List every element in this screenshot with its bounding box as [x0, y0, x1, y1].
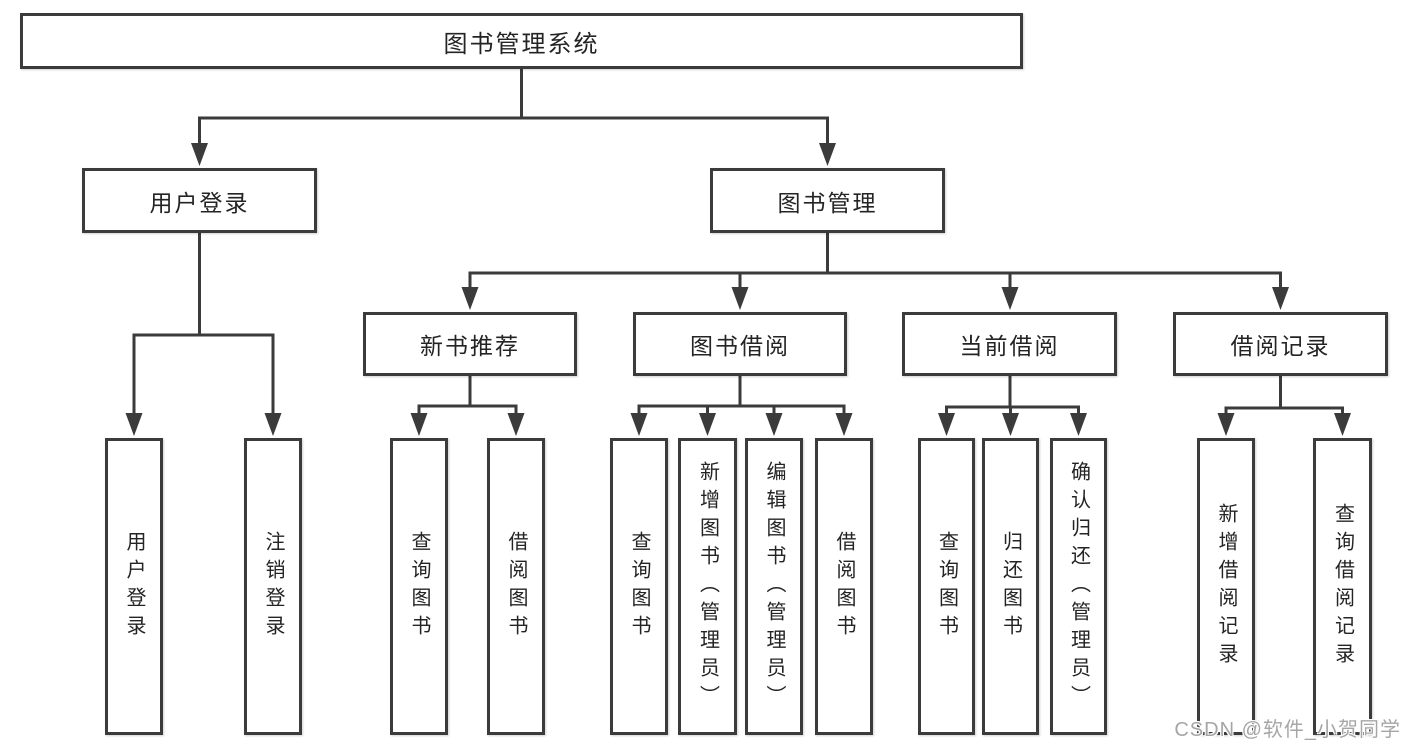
leaf-edit-books-admin: 编辑图书（管理员）	[745, 438, 803, 735]
connector-current-borrow-lines	[945, 374, 1080, 417]
arrowhead-to-leaf-borrow-books-2	[835, 413, 853, 436]
connector-new-book-recommend-to-leaves	[410, 374, 525, 436]
arrowhead-to-leaf-borrow-books-1	[507, 413, 525, 436]
node-book-management: 图书管理	[710, 168, 945, 233]
leaf-search-books-3: 查询图书	[918, 438, 975, 735]
connector-book-management-lines	[468, 230, 1282, 291]
node-borrow-records-label: 借阅记录	[1230, 333, 1331, 359]
connector-book-borrow-lines	[637, 374, 846, 417]
arrowhead-to-leaf-add-books	[699, 413, 716, 436]
node-current-borrow: 当前借阅	[902, 312, 1117, 376]
node-book-management-system: 图书管理系统	[20, 13, 1023, 69]
leaf-search-borrow-record: 查询借阅记录	[1313, 438, 1372, 735]
arrowhead-to-leaf-search-books-2	[630, 413, 648, 436]
leaf-borrow-books-1-label: 借阅图书	[505, 530, 527, 643]
arrowhead-to-new-book-recommend	[461, 287, 479, 310]
leaf-confirm-return-admin-label: 确认归还（管理员）	[1067, 460, 1090, 713]
connector-book-management-to-level3	[461, 230, 1289, 310]
arrowhead-to-leaf-edit-books	[765, 413, 783, 436]
node-book-borrow: 图书借阅	[633, 312, 847, 376]
leaf-search-books-2-label: 查询图书	[628, 530, 650, 643]
node-current-borrow-label: 当前借阅	[959, 333, 1060, 359]
arrowhead-to-leaf-user-login	[125, 413, 143, 436]
leaf-add-borrow-record-label: 新增借阅记录	[1215, 502, 1237, 671]
node-user-login-label: 用户登录	[149, 189, 250, 216]
leaf-logout-label: 注销登录	[262, 530, 284, 643]
node-new-book-recommend-label: 新书推荐	[420, 333, 520, 359]
connector-borrow-records-to-leaves	[1217, 374, 1351, 436]
leaf-borrow-books-1: 借阅图书	[487, 438, 545, 735]
arrowhead-to-leaf-add-borrow-record	[1217, 413, 1235, 436]
connector-book-borrow-to-leaves	[630, 374, 853, 436]
arrowhead-to-leaf-logout	[264, 413, 282, 436]
leaf-search-borrow-record-label: 查询借阅记录	[1331, 502, 1354, 671]
leaf-search-books-1-label: 查询图书	[408, 530, 430, 643]
arrowhead-to-current-borrow	[1001, 287, 1019, 310]
connector-user-login-lines	[132, 231, 275, 417]
leaf-add-books-admin: 新增图书（管理员）	[678, 438, 737, 735]
arrowhead-to-book-borrow	[731, 287, 749, 310]
leaf-borrow-books-2-label: 借阅图书	[833, 530, 855, 643]
node-book-management-system-label: 图书管理系统	[443, 30, 600, 58]
node-borrow-records: 借阅记录	[1173, 312, 1388, 376]
leaf-user-login: 用户登录	[105, 438, 163, 735]
leaf-confirm-return-admin: 确认归还（管理员）	[1050, 438, 1107, 735]
leaf-add-books-admin-label: 新增图书（管理员）	[696, 460, 719, 713]
connector-current-borrow-to-leaves	[938, 374, 1087, 436]
arrowhead-to-book-management	[819, 143, 836, 166]
leaf-user-login-label: 用户登录	[123, 530, 145, 643]
node-user-login: 用户登录	[82, 168, 317, 233]
node-book-management-label: 图书管理	[777, 189, 878, 216]
leaf-search-books-2: 查询图书	[610, 438, 668, 735]
leaf-search-books-3-label: 查询图书	[935, 530, 958, 643]
leaf-add-borrow-record: 新增借阅记录	[1197, 438, 1255, 735]
node-book-borrow-label: 图书借阅	[690, 333, 790, 359]
arrowhead-to-user-login	[191, 143, 208, 166]
arrowhead-to-leaf-return-books	[1002, 413, 1019, 436]
node-new-book-recommend: 新书推荐	[363, 312, 577, 376]
connector-root-lines	[198, 67, 829, 147]
arrowhead-to-leaf-confirm-return	[1070, 413, 1087, 436]
arrowhead-to-leaf-search-books-1	[410, 413, 428, 436]
connector-root-to-level2	[191, 67, 836, 166]
leaf-edit-books-admin-label: 编辑图书（管理员）	[763, 460, 785, 713]
arrowhead-to-borrow-records	[1272, 287, 1289, 310]
leaf-return-books-label: 归还图书	[999, 530, 1022, 643]
arrowhead-to-leaf-search-borrow-record	[1334, 413, 1351, 436]
leaf-search-books-1: 查询图书	[390, 438, 448, 735]
leaf-return-books: 归还图书	[982, 438, 1039, 735]
leaf-borrow-books-2: 借阅图书	[815, 438, 873, 735]
connector-new-book-recommend-lines	[417, 374, 518, 417]
csdn-watermark: CSDN @软件_小贺同学	[1174, 719, 1401, 741]
leaf-logout: 注销登录	[244, 438, 302, 735]
arrowhead-to-leaf-search-books-3	[938, 413, 955, 436]
connector-borrow-records-lines	[1224, 374, 1344, 417]
connector-user-login-to-leaves	[125, 231, 282, 436]
